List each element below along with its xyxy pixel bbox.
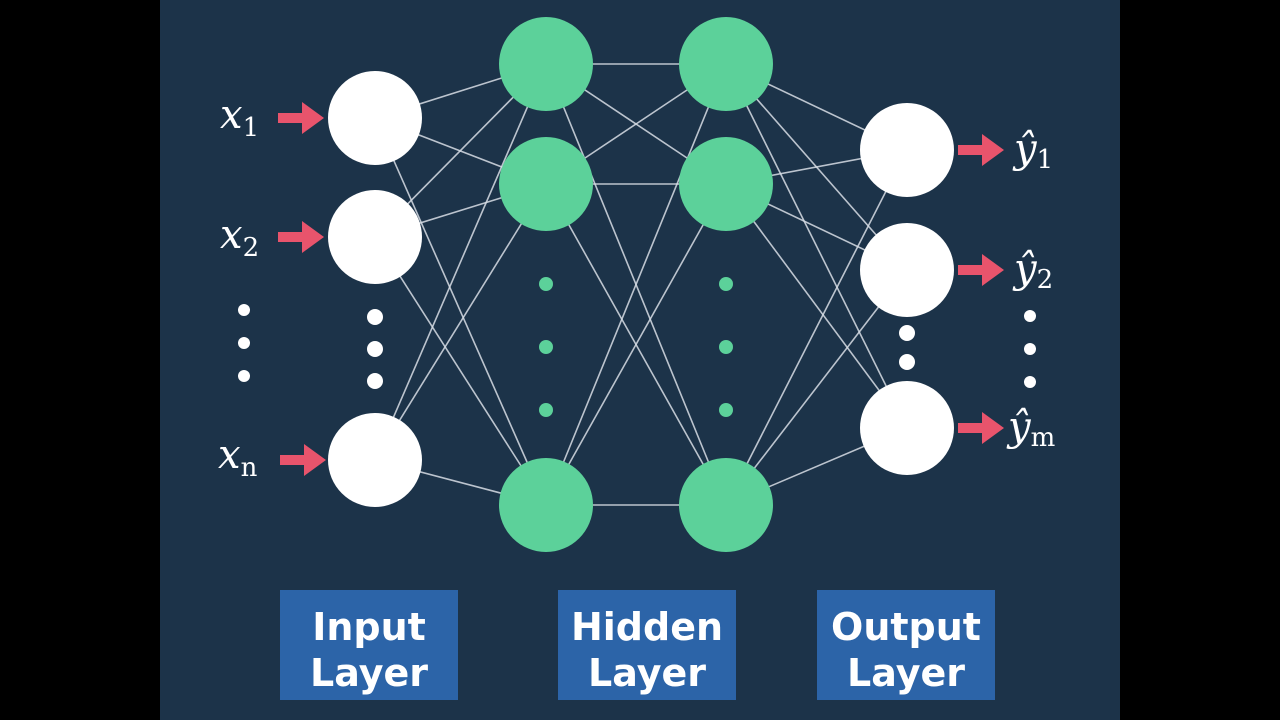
input-layer-label-line1: Input	[312, 605, 426, 649]
input-label-2: x2	[220, 212, 259, 263]
output-node-dots-1	[899, 325, 915, 341]
hidden-layer-label-line2: Layer	[588, 651, 706, 695]
hidden1-hidden2-edge-3-2	[545, 183, 727, 506]
hidden1-node-2	[499, 137, 593, 231]
nodes	[328, 17, 954, 552]
input-arrow-2	[278, 221, 324, 253]
input-hidden1-edge-3-2	[374, 183, 547, 461]
input-hidden1-edge-3-1	[374, 63, 547, 461]
input-node-dots-3	[367, 373, 383, 389]
hidden2-output-edge-1-3	[725, 63, 908, 429]
output-label-m: ŷm	[1006, 404, 1055, 453]
output-layer-label-line1: Output	[831, 605, 981, 649]
output-arrow-1	[958, 134, 1004, 166]
hidden2-output-edge-3-2	[725, 269, 908, 506]
output-label-dots-1	[1024, 310, 1036, 322]
hidden2-dots-1	[719, 277, 733, 291]
output-node-1	[860, 103, 954, 197]
hidden1-dots-3	[539, 403, 553, 417]
hidden-layer-label-line1: Hidden	[571, 605, 723, 649]
output-arrow-m	[958, 412, 1004, 444]
output-node-dots-2	[899, 354, 915, 370]
input-node-dots-1	[367, 309, 383, 325]
input-label-1: x1	[220, 92, 259, 143]
ellipsis-dots	[238, 277, 1036, 417]
hidden1-node-1	[499, 17, 593, 111]
hidden1-dots-1	[539, 277, 553, 291]
input-arrow-n	[280, 444, 326, 476]
input-layer-label: Input Layer	[280, 590, 458, 700]
input-hidden1-edge-2-3	[374, 236, 547, 506]
input-layer-label-line2: Layer	[310, 651, 428, 695]
hidden1-node-3	[499, 458, 593, 552]
hidden2-dots-2	[719, 340, 733, 354]
hidden2-output-edge-3-1	[725, 149, 908, 506]
hidden2-node-1	[679, 17, 773, 111]
input-hidden1-edge-1-3	[374, 117, 547, 506]
output-label-2: ŷ2	[1012, 246, 1053, 295]
output-label-dots-2	[1024, 343, 1036, 355]
hidden-layer-label: Hidden Layer	[558, 590, 736, 700]
hidden2-output-edge-2-3	[725, 183, 908, 429]
output-label-1: ŷ1	[1012, 126, 1053, 175]
output-node-2	[860, 223, 954, 317]
input-node-2	[328, 190, 422, 284]
hidden2-node-2	[679, 137, 773, 231]
input-node-dots-2	[367, 341, 383, 357]
hidden1-dots-2	[539, 340, 553, 354]
input-label-n: xn	[218, 432, 258, 483]
input-label-dots-1	[238, 304, 250, 316]
hidden2-node-3	[679, 458, 773, 552]
output-arrow-2	[958, 254, 1004, 286]
input-label-dots-3	[238, 370, 250, 382]
input-node-3	[328, 413, 422, 507]
input-arrow-1	[278, 102, 324, 134]
input-label-dots-2	[238, 337, 250, 349]
output-layer-label-line2: Layer	[847, 651, 965, 695]
output-label-dots-3	[1024, 376, 1036, 388]
input-node-1	[328, 71, 422, 165]
hidden1-hidden2-edge-3-1	[545, 63, 727, 506]
output-node-3	[860, 381, 954, 475]
arrows	[278, 102, 1004, 476]
output-layer-label: Output Layer	[817, 590, 995, 700]
hidden2-dots-3	[719, 403, 733, 417]
